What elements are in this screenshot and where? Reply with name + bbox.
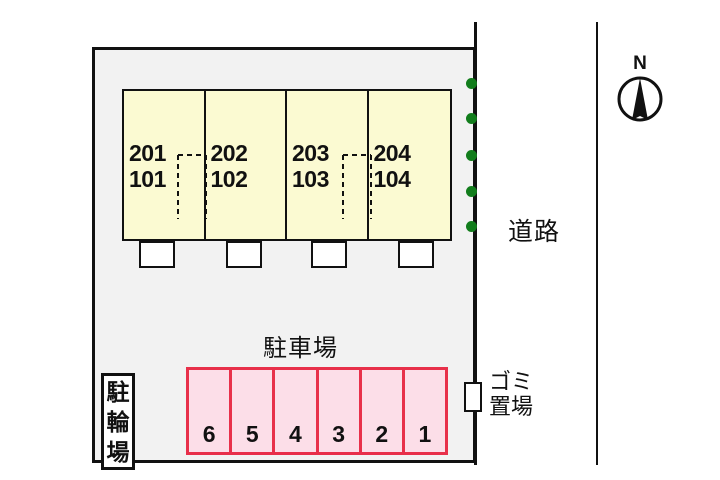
parking-space-number-4: 4 <box>289 421 302 447</box>
parking-space-number-3: 3 <box>332 421 345 447</box>
shrub-dot-icon-4 <box>466 186 477 197</box>
parking-space-number-6: 6 <box>202 421 216 447</box>
trash-area-label: ゴミ 置場 <box>489 369 559 419</box>
unit-number-upper-3: 203 <box>292 140 329 166</box>
trash-area-marker-icon[interactable] <box>464 382 482 412</box>
unit-number-upper-1: 201 <box>129 140 166 166</box>
compass: N <box>611 54 669 136</box>
parking-space-5[interactable]: 5 <box>232 370 276 452</box>
unit-number-lower-4: 104 <box>373 166 411 192</box>
parking-space-number-5: 5 <box>245 421 259 447</box>
bicycle-parking-area[interactable]: 駐 輪 場 <box>101 373 135 470</box>
road-center-line <box>596 22 598 465</box>
parking-space-2[interactable]: 2 <box>361 370 405 452</box>
parking-space-6[interactable]: 6 <box>189 370 233 452</box>
entrance-box-4[interactable] <box>398 241 434 268</box>
road-boundary-line <box>474 22 477 465</box>
parking-space-1[interactable]: 1 <box>404 370 446 452</box>
trash-area-label-line-1: ゴミ <box>489 369 534 394</box>
parking-lot-label: 駐車場 <box>263 335 338 362</box>
shrub-dot-icon-3 <box>466 150 477 161</box>
entrance-box-2[interactable] <box>226 241 262 268</box>
entrance-box-3[interactable] <box>311 241 347 268</box>
shrub-dot-icon-5 <box>466 221 477 232</box>
unit-block-3[interactable]: 203 103 <box>287 91 369 239</box>
unit-block-2[interactable]: 202 102 <box>205 91 287 239</box>
parking-lot-area: 6 5 4 3 2 1 <box>186 367 448 455</box>
parking-space-3[interactable]: 3 <box>318 370 362 452</box>
shrub-dot-icon-2 <box>466 113 477 124</box>
compass-north-label: N <box>633 53 647 74</box>
unit-label-group-1: 201 101 <box>124 140 204 192</box>
unit-number-upper-2: 202 <box>210 140 248 166</box>
north-arrow-icon <box>617 76 663 122</box>
unit-number-lower-1: 101 <box>129 166 166 192</box>
parking-space-4[interactable]: 4 <box>275 370 319 452</box>
parking-space-number-1: 1 <box>418 421 432 447</box>
shrub-dot-icon-1 <box>466 78 477 89</box>
unit-block-4[interactable]: 204 104 <box>368 91 451 239</box>
unit-label-group-2: 202 102 <box>206 140 286 192</box>
unit-number-upper-4: 204 <box>373 140 411 166</box>
bicycle-parking-char-2: 輪 <box>106 408 130 435</box>
unit-block-1[interactable]: 201 101 <box>124 91 206 239</box>
unit-number-lower-2: 102 <box>210 166 248 192</box>
entrance-box-1[interactable] <box>139 241 175 268</box>
unit-label-group-3: 203 103 <box>287 140 367 192</box>
apartment-building: 201 101 202 102 203 103 204 104 <box>122 89 452 241</box>
unit-number-lower-3: 103 <box>292 166 329 192</box>
road-label: 道路 <box>508 218 561 246</box>
bicycle-parking-char-3: 場 <box>106 438 130 465</box>
parking-space-number-2: 2 <box>375 421 389 447</box>
bicycle-parking-char-1: 駐 <box>106 378 130 405</box>
unit-label-group-4: 204 104 <box>369 140 451 192</box>
trash-area-label-line-2: 置場 <box>489 394 534 419</box>
